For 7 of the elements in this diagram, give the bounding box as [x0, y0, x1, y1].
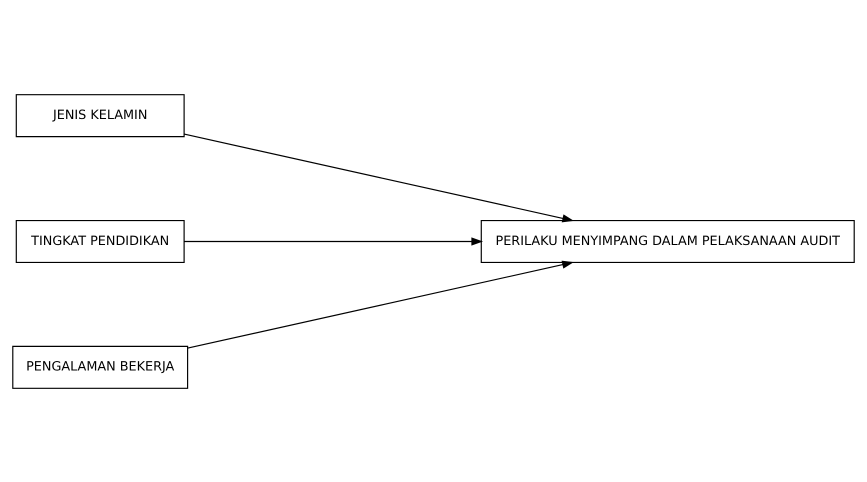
node-box: PENGALAMAN BEKERJA	[12, 345, 188, 388]
arrow	[184, 133, 574, 222]
node-box: JENIS KELAMIN	[16, 94, 185, 137]
arrow	[184, 236, 484, 246]
node-box: PERILAKU MENYIMPANG DALAM PELAKSANAAN AUDIT	[480, 219, 855, 263]
arrow	[188, 260, 574, 348]
node-box: TINGKAT PENDIDIKAN	[16, 219, 185, 263]
